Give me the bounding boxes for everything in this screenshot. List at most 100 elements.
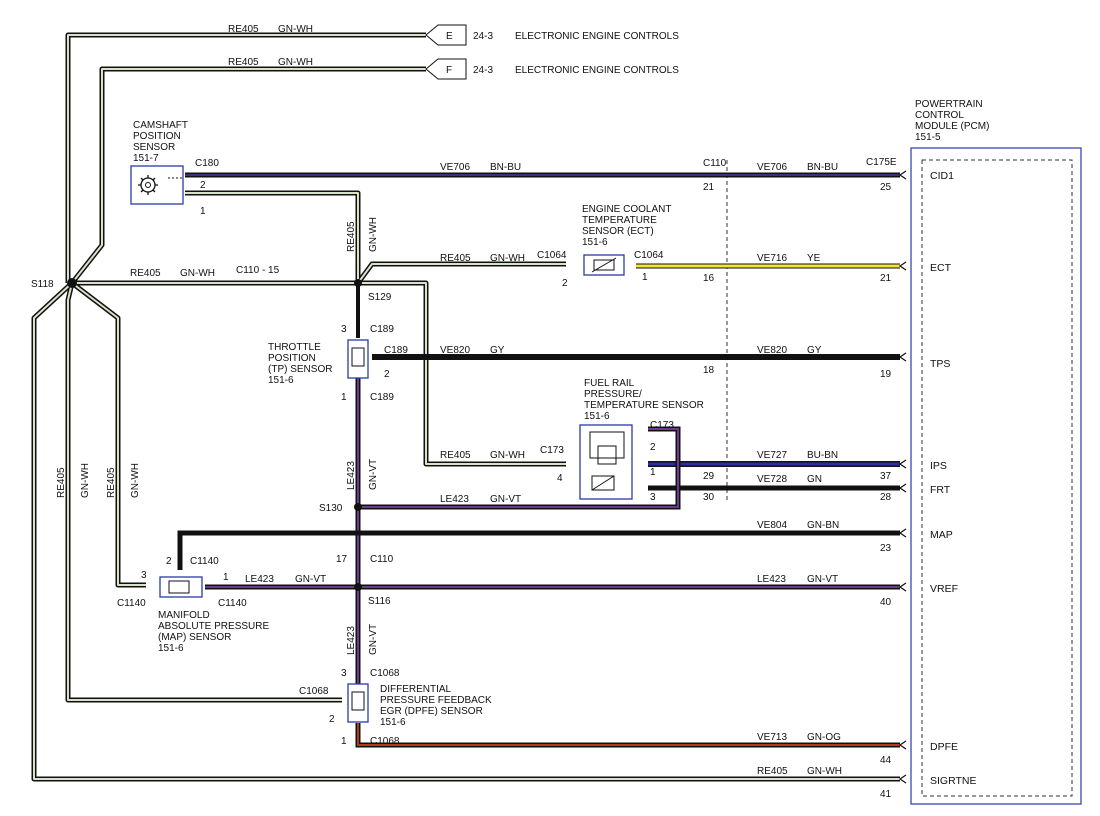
engine-coolant-temperature-sensor: ENGINE COOLANT TEMPERATURE SENSOR (ECT) … xyxy=(537,204,671,289)
svg-text:18: 18 xyxy=(703,365,715,376)
svg-text:RE405: RE405 xyxy=(228,24,259,35)
svg-text:S130: S130 xyxy=(319,503,343,514)
svg-text:RE405: RE405 xyxy=(440,450,471,461)
svg-text:YE: YE xyxy=(807,253,821,264)
svg-text:151-6: 151-6 xyxy=(158,643,184,654)
svg-text:GN-VT: GN-VT xyxy=(807,574,838,585)
fuel-rail-pressure-temperature-sensor: FUEL RAIL PRESSURE/ TEMPERATURE SENSOR 1… xyxy=(540,378,704,503)
svg-text:GN-VT: GN-VT xyxy=(490,494,521,505)
dpfe-sensor: C1068 C1068 C1068 3 2 1 DIFFERENTIAL PRE… xyxy=(299,668,492,747)
svg-text:C1064: C1064 xyxy=(634,250,664,261)
svg-text:1: 1 xyxy=(341,736,347,747)
wire-ve713 xyxy=(355,723,900,748)
pcm-title-2: CONTROL xyxy=(915,110,964,121)
throttle-position-sensor: THROTTLE POSITION (TP) SENSOR 151-6 C189… xyxy=(268,324,408,403)
svg-text:1: 1 xyxy=(223,572,229,583)
svg-text:17: 17 xyxy=(336,554,348,565)
svg-text:THROTTLE: THROTTLE xyxy=(268,342,321,353)
svg-text:1: 1 xyxy=(200,206,206,217)
svg-text:29: 29 xyxy=(703,471,715,482)
svg-text:C189: C189 xyxy=(384,345,408,356)
svg-text:GN: GN xyxy=(807,474,822,485)
svg-text:37: 37 xyxy=(880,471,892,482)
svg-text:151-7: 151-7 xyxy=(133,153,159,164)
map-sensor: C1140 C1140 C1140 2 3 1 MANIFOLD ABSOLUT… xyxy=(117,556,269,654)
svg-text:POSITION: POSITION xyxy=(133,131,181,142)
pcm-title-3: MODULE (PCM) xyxy=(915,121,989,132)
svg-text:2: 2 xyxy=(562,278,568,289)
gear-icon xyxy=(138,175,158,195)
svg-text:GY: GY xyxy=(490,345,505,356)
c110-pins: C110 21 16 18 29 30 17 C110 xyxy=(336,158,727,565)
pcm-pin-dpfe: DPFE xyxy=(930,741,958,753)
pcm-pin-cid1: CID1 xyxy=(930,170,954,182)
wire-re405-network xyxy=(31,32,900,782)
external-connector-e: E 24-3 ELECTRONIC ENGINE CONTROLS RE405 … xyxy=(228,24,679,46)
svg-text:PRESSURE FEEDBACK: PRESSURE FEEDBACK xyxy=(380,695,492,706)
svg-text:PRESSURE/: PRESSURE/ xyxy=(584,389,642,400)
svg-text:C1068: C1068 xyxy=(370,668,400,679)
svg-text:1: 1 xyxy=(341,392,347,403)
pcm-pin-ect: ECT xyxy=(930,262,952,274)
svg-text:ABSOLUTE PRESSURE: ABSOLUTE PRESSURE xyxy=(158,621,269,632)
svg-text:LE423: LE423 xyxy=(245,574,274,585)
svg-text:C1068: C1068 xyxy=(370,736,400,747)
pcm-pin-tps: TPS xyxy=(930,358,950,370)
svg-text:GN-WH: GN-WH xyxy=(130,463,141,498)
wire-labels: VE706 BN-BU VE706 BN-BU RE405 GN-WH C110… xyxy=(56,162,842,777)
svg-text:24-3: 24-3 xyxy=(473,31,493,42)
camshaft-position-sensor: CAMSHAFT POSITION SENSOR 151-7 C180 2 1 xyxy=(130,120,219,217)
svg-text:151-6: 151-6 xyxy=(582,237,608,248)
svg-text:GN-WH: GN-WH xyxy=(278,24,313,35)
svg-text:VE706: VE706 xyxy=(757,162,787,173)
svg-text:F: F xyxy=(446,65,452,76)
svg-text:VE713: VE713 xyxy=(757,732,787,743)
svg-text:VE728: VE728 xyxy=(757,474,787,485)
wire-le423 xyxy=(205,378,900,687)
svg-text:GN-BN: GN-BN xyxy=(807,520,839,531)
svg-text:S118: S118 xyxy=(31,279,54,290)
svg-text:GN-WH: GN-WH xyxy=(490,253,525,264)
svg-text:C1140: C1140 xyxy=(218,598,247,609)
svg-text:21: 21 xyxy=(703,182,715,193)
svg-text:E: E xyxy=(446,31,453,42)
svg-text:GN-WH: GN-WH xyxy=(807,766,842,777)
svg-text:1: 1 xyxy=(650,467,656,478)
svg-text:LE423: LE423 xyxy=(346,626,357,655)
pcm-pin-ips: IPS xyxy=(930,460,947,472)
svg-text:2: 2 xyxy=(384,369,390,380)
svg-text:LE423: LE423 xyxy=(440,494,469,505)
pcm-title-1: POWERTRAIN xyxy=(915,99,983,110)
svg-text:151-6: 151-6 xyxy=(584,411,610,422)
svg-text:21: 21 xyxy=(880,273,892,284)
svg-text:C1140: C1140 xyxy=(117,598,146,609)
svg-text:VE706: VE706 xyxy=(440,162,470,173)
svg-text:(MAP) SENSOR: (MAP) SENSOR xyxy=(158,632,231,643)
svg-text:MANIFOLD: MANIFOLD xyxy=(158,610,210,621)
svg-text:S116: S116 xyxy=(368,596,391,607)
svg-text:ELECTRONIC ENGINE CONTROLS: ELECTRONIC ENGINE CONTROLS xyxy=(515,31,679,42)
svg-text:28: 28 xyxy=(880,492,892,503)
svg-text:151-6: 151-6 xyxy=(268,375,294,386)
svg-text:S129: S129 xyxy=(368,292,392,303)
svg-text:RE405: RE405 xyxy=(440,253,471,264)
svg-text:(TP) SENSOR: (TP) SENSOR xyxy=(268,364,332,375)
svg-text:VE820: VE820 xyxy=(440,345,470,356)
svg-text:SENSOR: SENSOR xyxy=(133,142,175,153)
pcm-pins: CID1 25 ECT 21 TPS 19 IPS 37 FRT 28 MAP … xyxy=(880,170,976,800)
svg-text:FUEL RAIL: FUEL RAIL xyxy=(584,378,635,389)
svg-text:CAMSHAFT: CAMSHAFT xyxy=(133,120,188,131)
svg-text:GN-OG: GN-OG xyxy=(807,732,841,743)
svg-text:41: 41 xyxy=(880,789,892,800)
svg-text:TEMPERATURE SENSOR: TEMPERATURE SENSOR xyxy=(584,400,704,411)
splices: S118 S129 S130 S116 xyxy=(31,278,392,607)
svg-text:GN-WH: GN-WH xyxy=(490,450,525,461)
pcm-pin-vref: VREF xyxy=(930,583,958,595)
svg-text:DIFFERENTIAL: DIFFERENTIAL xyxy=(380,684,452,695)
svg-text:GN-WH: GN-WH xyxy=(80,463,91,498)
svg-text:LE423: LE423 xyxy=(757,574,786,585)
svg-text:ELECTRONIC ENGINE CONTROLS: ELECTRONIC ENGINE CONTROLS xyxy=(515,65,679,76)
svg-text:TEMPERATURE: TEMPERATURE xyxy=(582,215,657,226)
svg-text:C110 - 15: C110 - 15 xyxy=(236,265,280,276)
